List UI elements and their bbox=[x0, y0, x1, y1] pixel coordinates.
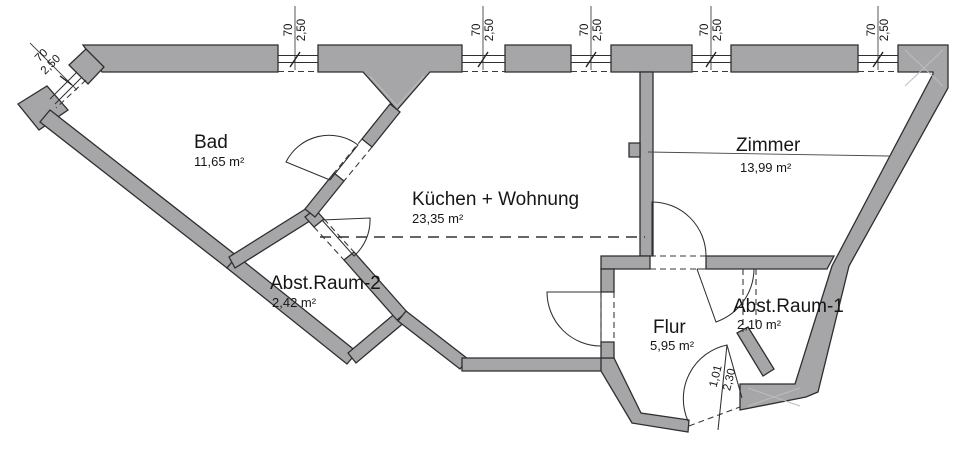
wall-flur-left-lower bbox=[600, 341, 615, 359]
window-1: 70 2,50 bbox=[278, 6, 318, 73]
wall-bad-kueche-lower bbox=[304, 172, 345, 218]
room-label-kueche: Küchen + Wohnung 23,35 m² bbox=[412, 189, 579, 226]
wall-zimmer-bottom bbox=[705, 255, 836, 270]
entrance-door-width-label: 1,01 bbox=[708, 364, 725, 389]
door-abstraum2 bbox=[321, 217, 371, 257]
wall-kueche-south-horizontal bbox=[461, 357, 615, 372]
wall-kueche-south-diagonal bbox=[397, 310, 469, 370]
wall-top-segment-d bbox=[610, 44, 693, 73]
wall-abstraum2-southwest bbox=[226, 255, 358, 365]
window-3-width-label: 70 bbox=[579, 24, 591, 37]
door-zimmer bbox=[651, 201, 707, 257]
wall-abstraum1-left bbox=[736, 326, 775, 377]
window-4: 70 2,50 bbox=[692, 6, 731, 73]
window-2: 70 2,50 bbox=[462, 6, 505, 73]
room-label-bad: Bad 11,65 m² bbox=[194, 132, 245, 169]
wall-flur-left-upper bbox=[600, 268, 615, 293]
room-area-abstraum1: 2,10 m² bbox=[737, 317, 782, 332]
door-entrance: 1,01 2,30 bbox=[682, 344, 743, 431]
door-abstraum1 bbox=[696, 268, 755, 323]
room-area-kueche: 23,35 m² bbox=[412, 211, 464, 226]
wall-top-segment-a bbox=[81, 44, 279, 73]
window-4-height-label: 2,50 bbox=[712, 19, 724, 41]
wall-top-segment-c bbox=[504, 44, 572, 73]
wall-abstraum2-northeast-lower bbox=[343, 251, 408, 321]
wall-hatch-artifacts bbox=[369, 49, 944, 407]
room-labels: Bad 11,65 m² Küchen + Wohnung 23,35 m² Z… bbox=[194, 132, 844, 353]
wall-flur-top-left bbox=[600, 255, 651, 270]
window-3: 70 2,50 bbox=[571, 6, 611, 73]
room-name-abstraum1: Abst.Raum-1 bbox=[733, 296, 844, 317]
window-5-width-label: 70 bbox=[866, 24, 878, 37]
window-1-height-label: 2,50 bbox=[296, 19, 308, 41]
room-name-zimmer: Zimmer bbox=[736, 135, 801, 156]
window-3-height-label: 2,50 bbox=[592, 19, 604, 41]
wall-right-diagonal bbox=[739, 44, 949, 411]
room-area-abstraum2: 2,42 m² bbox=[272, 295, 317, 310]
room-label-flur: Flur 5,95 m² bbox=[650, 317, 695, 353]
room-name-bad: Bad bbox=[194, 132, 228, 153]
wall-entrance-left bbox=[600, 357, 690, 433]
window-2-height-label: 2,50 bbox=[484, 19, 496, 41]
window-5-height-label: 2,50 bbox=[879, 19, 891, 41]
room-area-flur: 5,95 m² bbox=[650, 338, 695, 353]
zimmer-leader-line bbox=[647, 151, 890, 157]
window-5: 70 2,50 bbox=[858, 6, 898, 73]
doors: 1,01 2,30 bbox=[285, 134, 755, 431]
door-bad bbox=[285, 134, 359, 181]
room-area-bad: 11,65 m² bbox=[194, 154, 245, 169]
wall-top-segment-e bbox=[730, 44, 859, 73]
window-1-width-label: 70 bbox=[283, 24, 295, 37]
entrance-door-height-label: 2,30 bbox=[721, 367, 738, 392]
door-kueche-flur bbox=[546, 291, 602, 347]
room-label-abstraum1: Abst.Raum-1 2,10 m² bbox=[733, 296, 844, 332]
wall-bad-kueche-upper bbox=[361, 103, 401, 148]
window-2-width-label: 70 bbox=[471, 24, 483, 37]
window-4-width-label: 70 bbox=[699, 24, 711, 37]
wall-top-segment-b bbox=[317, 44, 463, 111]
room-name-abstraum2: Abst.Raum-2 bbox=[270, 273, 381, 294]
wall-abstraum2-northwest bbox=[228, 207, 314, 269]
room-label-abstraum2: Abst.Raum-2 2,42 m² bbox=[270, 273, 381, 310]
room-area-zimmer: 13,99 m² bbox=[740, 160, 792, 175]
wall-kueche-zimmer-notch bbox=[628, 142, 641, 158]
walls bbox=[17, 44, 949, 433]
room-name-kueche: Küchen + Wohnung bbox=[412, 189, 579, 210]
room-name-flur: Flur bbox=[653, 317, 686, 338]
wall-topleft-diagonal-upper bbox=[68, 48, 105, 85]
wall-kueche-zimmer bbox=[639, 71, 654, 257]
room-label-zimmer: Zimmer 13,99 m² bbox=[736, 135, 801, 175]
wall-topleft-corner-block bbox=[17, 85, 69, 131]
